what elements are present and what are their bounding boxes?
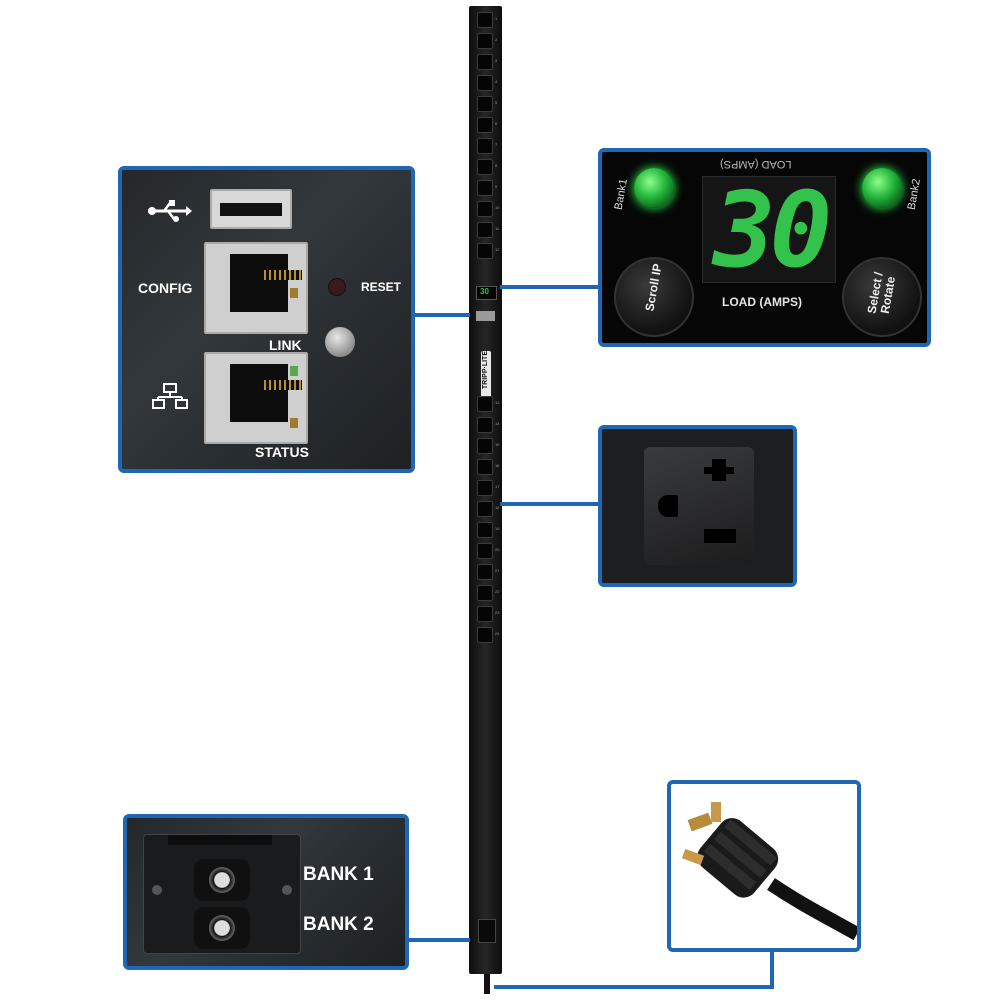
pdu-outlet-number: 10	[495, 205, 500, 210]
pdu-outlet-number: 5	[495, 100, 498, 105]
network-icon	[152, 383, 188, 414]
bank1-label: Bank1	[612, 177, 630, 211]
pdu-outlet-number: 16	[495, 463, 500, 468]
pdu-outlet[interactable]	[477, 159, 493, 175]
pdu-outlet-number: 9	[495, 184, 498, 189]
power-plug-icon	[681, 802, 857, 941]
breaker-bank1-label: BANK 1	[303, 864, 374, 885]
outlet-hot-slot-t	[704, 467, 734, 474]
pdu-outlet-number: 6	[495, 121, 498, 126]
screw	[282, 885, 292, 895]
status-label: STATUS	[255, 444, 309, 460]
screw	[152, 885, 162, 895]
display-panel-callout: Bank1 Bank2 LOAD (AMPS) 30 LOAD (AMPS) S…	[598, 148, 931, 347]
breaker-callout: BANK 1 BANK 2	[123, 814, 409, 970]
pdu-outlet-number: 15	[495, 442, 500, 447]
plug-callout	[667, 780, 861, 952]
outlet-callout	[598, 425, 797, 587]
pdu-outlet-number: 22	[495, 589, 500, 594]
pdu-outlet-number: 8	[495, 163, 498, 168]
pdu-outlet-number: 2	[495, 37, 498, 42]
pdu-outlet[interactable]	[477, 117, 493, 133]
connector-line	[405, 938, 470, 942]
breaker-bracket	[143, 834, 301, 954]
pdu-mini-display: 30	[476, 286, 497, 300]
reset-label: RESET	[361, 280, 402, 294]
usb-icon	[146, 200, 192, 227]
pdu-outlet[interactable]	[477, 396, 493, 412]
pdu-mini-ports	[476, 311, 495, 321]
outlet-neutral-slot	[704, 529, 736, 543]
usb-port[interactable]	[210, 189, 292, 229]
pdu-mini-display-value: 30	[480, 287, 489, 296]
pdu-outlet[interactable]	[477, 138, 493, 154]
outlet-ground-hole	[658, 495, 678, 517]
connector-line	[770, 948, 774, 989]
breaker-bank1[interactable]	[194, 859, 250, 901]
load-display: 30	[702, 169, 836, 291]
pdu-outlet[interactable]	[477, 480, 493, 496]
pdu-outlet-number: 14	[495, 421, 500, 426]
pdu-outlet-number: 7	[495, 142, 498, 147]
pdu-outlet-number: 23	[495, 610, 500, 615]
bank2-label: Bank2	[905, 177, 923, 211]
load-value: 30	[713, 169, 832, 291]
link-led	[325, 327, 355, 357]
network-port[interactable]	[204, 352, 308, 444]
config-port[interactable]	[204, 242, 308, 334]
connector-line	[500, 285, 599, 289]
link-label: LINK	[269, 337, 302, 353]
pdu-outlet-number: 17	[495, 484, 500, 489]
breaker-bank2[interactable]	[194, 907, 250, 949]
bank2-led	[862, 168, 902, 208]
pdu-outlet-number: 18	[495, 505, 500, 510]
pdu-outlet[interactable]	[477, 459, 493, 475]
pdu-outlet[interactable]	[477, 33, 493, 49]
pdu-outlet[interactable]	[477, 606, 493, 622]
pdu-outlet-number: 12	[495, 247, 500, 252]
pdu-outlet[interactable]	[477, 180, 493, 196]
pdu-outlet[interactable]	[477, 222, 493, 238]
select-rotate-button[interactable]: Select / Rotate	[842, 257, 922, 337]
pdu-outlet[interactable]	[477, 12, 493, 28]
scroll-ip-button[interactable]: Scroll IP	[614, 257, 694, 337]
pdu-outlet[interactable]	[477, 627, 493, 643]
pdu-outlet-number: 1	[495, 16, 498, 21]
pdu-outlet[interactable]	[477, 585, 493, 601]
pdu-outlet-number: 24	[495, 631, 500, 636]
pdu-outlet-number: 3	[495, 58, 498, 63]
power-cord-stub	[484, 974, 490, 994]
pdu-outlet-number: 13	[495, 400, 500, 405]
pdu-outlet[interactable]	[477, 54, 493, 70]
load-label: LOAD (AMPS)	[722, 295, 802, 309]
config-label: CONFIG	[138, 280, 193, 296]
pdu-outlet[interactable]	[477, 543, 493, 559]
pdu-outlet[interactable]	[477, 522, 493, 538]
reset-button[interactable]	[328, 278, 346, 296]
pdu-outlet[interactable]	[477, 417, 493, 433]
pdu-outlet-number: 20	[495, 547, 500, 552]
pdu-outlet[interactable]	[477, 75, 493, 91]
pdu-outlet-number: 19	[495, 526, 500, 531]
control-panel-callout: CONFIG RESET LINK STATUS	[118, 166, 415, 473]
connector-line	[494, 985, 774, 989]
pdu-outlet[interactable]	[477, 243, 493, 259]
connector-line	[412, 313, 470, 317]
pdu-outlet[interactable]	[477, 501, 493, 517]
connector-line	[500, 502, 599, 506]
pdu-outlet-number: 11	[495, 226, 500, 231]
pdu-outlet[interactable]	[477, 438, 493, 454]
pdu-outlet[interactable]	[477, 96, 493, 112]
outlet-faceplate	[644, 447, 754, 565]
bank1-led	[634, 168, 674, 208]
breaker-bank2-label: BANK 2	[303, 914, 374, 935]
pdu-outlet[interactable]	[477, 201, 493, 217]
pdu-outlet[interactable]	[477, 564, 493, 580]
pdu-breaker-block	[478, 919, 496, 943]
pdu-outlet-number: 21	[495, 568, 500, 573]
brand-logo: TRIPP·LITE	[481, 351, 491, 403]
pdu-outlet-number: 4	[495, 79, 498, 84]
